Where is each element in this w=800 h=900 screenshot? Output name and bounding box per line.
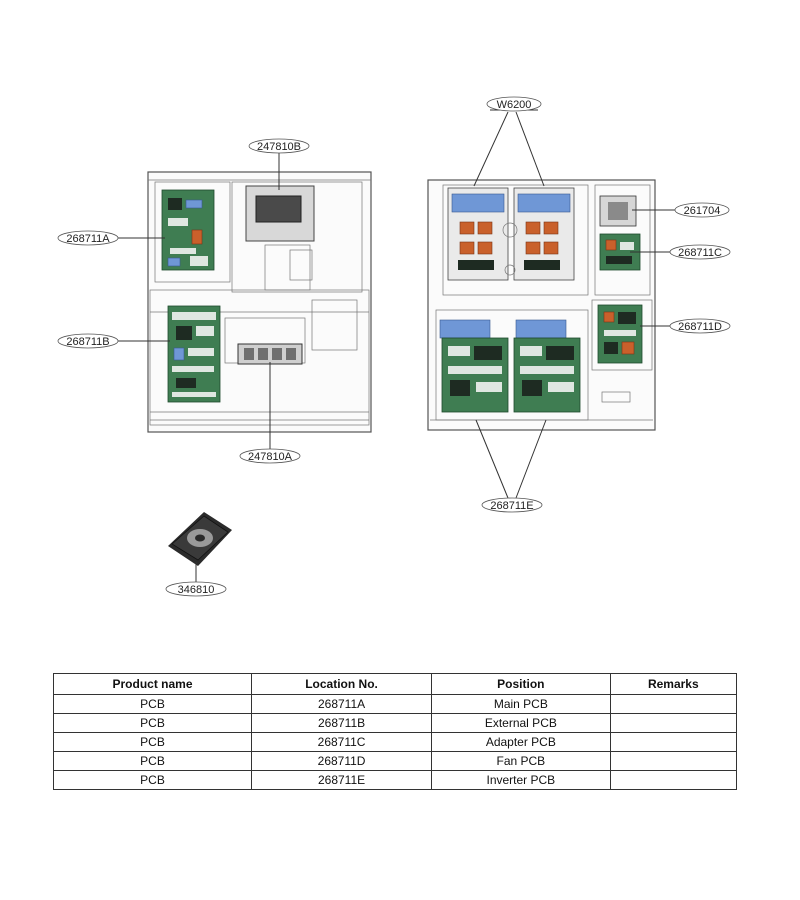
left-control-box [147,171,372,433]
table-header-row: Product name Location No. Position Remar… [52,673,738,695]
label-268711c: 268711C [678,247,722,259]
callout-268711c: 268711C [669,244,731,260]
inverter-module-right [513,187,575,281]
right-inverter-box [427,179,656,431]
callout-268711d: 268711D [669,318,731,334]
cell-remarks [609,694,738,714]
label-268711b: 268711B [66,336,109,348]
header-position: Position [431,673,611,695]
inverter-pcb-board-left [439,319,509,413]
table-row: PCB 268711B External PCB [52,713,738,733]
table-row: PCB 268711D Fan PCB [52,751,738,771]
external-pcb-board [167,305,221,403]
cell-position: Inverter PCB [431,770,611,790]
cell-position: External PCB [431,713,611,733]
cell-remarks [609,770,738,790]
header-location-no: Location No. [251,673,433,695]
cell-location-no: 268711D [251,751,433,771]
transformer [599,195,637,227]
cell-product-name: PCB [52,694,253,714]
cell-remarks [609,751,738,771]
cell-product-name: PCB [52,751,253,771]
adapter-pcb-board [599,233,641,271]
cooling-fan [168,512,232,566]
parts-table: Product name Location No. Position Remar… [52,673,738,790]
cell-remarks [609,713,738,733]
table-row: PCB 268711C Adapter PCB [52,732,738,752]
callout-261704: 261704 [674,202,730,218]
display-unit [245,185,315,242]
label-268711e: 268711E [490,500,533,512]
table-row: PCB 268711A Main PCB [52,694,738,714]
cell-remarks [609,732,738,752]
cell-product-name: PCB [52,713,253,733]
callout-268711a: 268711A [57,230,119,246]
cell-product-name: PCB [52,732,253,752]
label-261704: 261704 [684,205,721,217]
cell-location-no: 268711C [251,732,433,752]
callout-w6200: W6200 [486,96,542,112]
callout-268711b: 268711B [57,333,119,349]
label-346810: 346810 [178,584,215,596]
fan-pcb-board [597,304,643,364]
table-row: PCB 268711E Inverter PCB [52,770,738,790]
inverter-pcb-board-right [513,319,581,413]
label-w6200: W6200 [497,99,532,111]
cell-product-name: PCB [52,770,253,790]
cell-position: Main PCB [431,694,611,714]
callout-247810b: 247810B [248,138,310,154]
cell-location-no: 268711A [251,694,433,714]
label-247810a: 247810A [248,451,293,463]
header-product-name: Product name [52,673,253,695]
callout-247810a: 247810A [239,448,301,464]
callout-346810: 346810 [165,581,227,597]
label-268711d: 268711D [678,321,722,333]
label-268711a: 268711A [66,233,110,245]
exploded-parts-diagram: W6200 247810B 268711A 268711B 247810A 26… [57,96,731,597]
cell-location-no: 268711E [251,770,433,790]
label-247810b: 247810B [257,141,301,153]
callout-268711e: 268711E [481,497,543,513]
cell-position: Fan PCB [431,751,611,771]
cell-position: Adapter PCB [431,732,611,752]
cell-location-no: 268711B [251,713,433,733]
terminal-block [237,343,303,365]
inverter-module-left [447,187,509,281]
header-remarks: Remarks [609,673,738,695]
main-pcb-board [161,189,215,271]
